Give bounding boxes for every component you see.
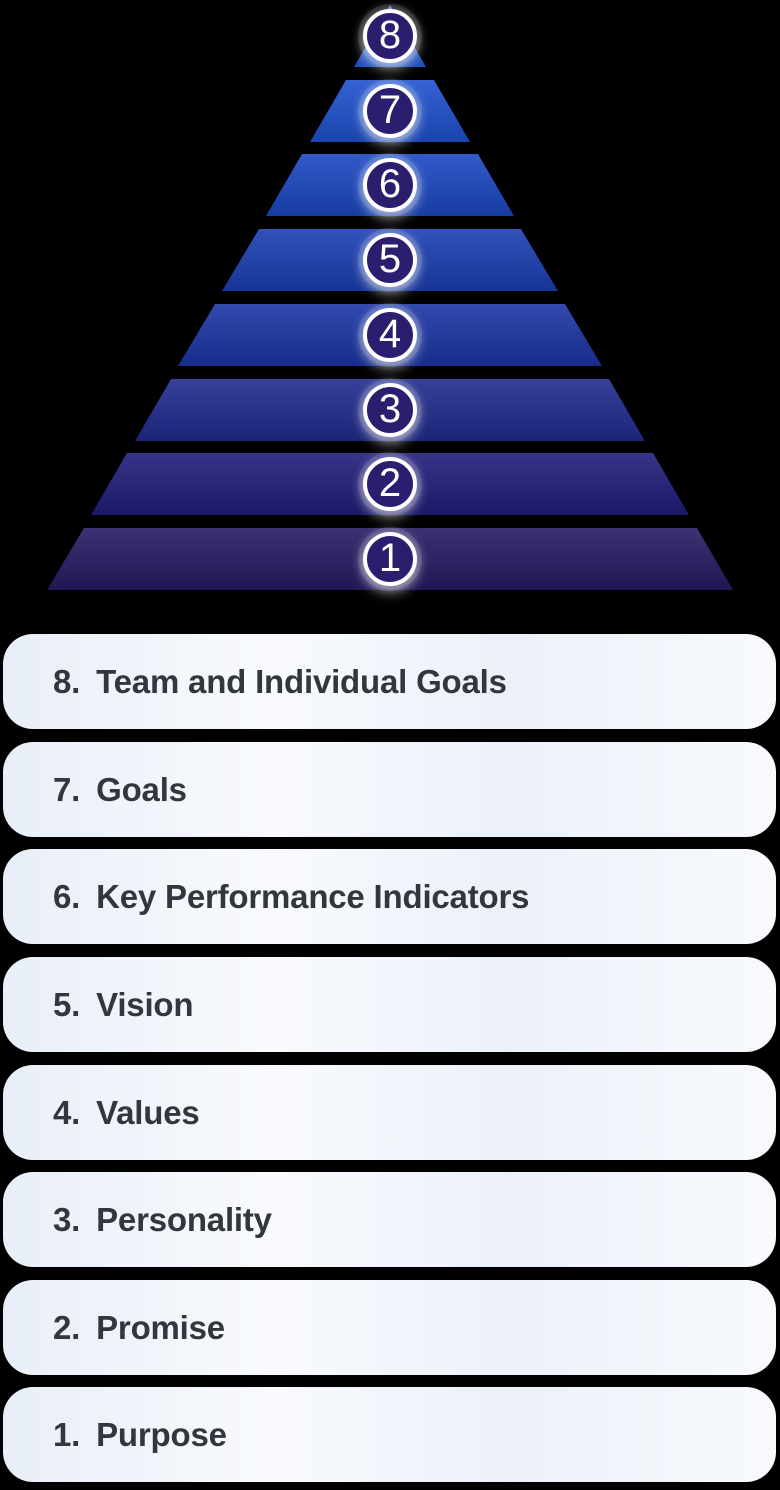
level-badge-5: 5 (363, 233, 417, 287)
level-badge-number: 1 (378, 536, 402, 580)
legend-item-label: Promise (96, 1308, 225, 1346)
legend-item-label: Key Performance Indicators (96, 877, 530, 915)
legend-item-label: Personality (96, 1200, 272, 1238)
legend-item-5: 5. Vision (3, 957, 776, 1052)
legend-item-label: Values (96, 1093, 200, 1131)
legend-item-label: Team and Individual Goals (96, 662, 507, 700)
level-badge-number: 5 (378, 237, 402, 281)
level-badge-8: 8 (363, 9, 417, 63)
legend-item-label: Vision (96, 985, 194, 1023)
legend-item-number: 4. (53, 1093, 81, 1131)
level-badge-number: 2 (378, 461, 402, 505)
level-badge-3: 3 (363, 383, 417, 437)
level-badge-7: 7 (363, 84, 417, 138)
legend-item-number: 8. (53, 662, 81, 700)
level-badge-number: 8 (378, 13, 402, 57)
legend-item-8: 8. Team and Individual Goals (3, 634, 776, 729)
legend-item-label: Purpose (96, 1415, 227, 1453)
legend-item-2: 2. Promise (3, 1280, 776, 1375)
legend-item-number: 1. (53, 1415, 81, 1453)
legend-item-4: 4. Values (3, 1065, 776, 1160)
level-badge-number: 3 (378, 387, 402, 431)
level-badge-2: 2 (363, 457, 417, 511)
legend-item-label: Goals (96, 770, 187, 808)
legend-item-number: 7. (53, 770, 81, 808)
legend-item-6: 6. Key Performance Indicators (3, 849, 776, 944)
legend-item-number: 6. (53, 877, 81, 915)
legend-item-number: 2. (53, 1308, 81, 1346)
legend-item-3: 3. Personality (3, 1172, 776, 1267)
pyramid: 8 7 6 5 4 3 2 1 (0, 0, 780, 610)
legend-item-1: 1. Purpose (3, 1387, 776, 1482)
legend-item-7: 7. Goals (3, 742, 776, 837)
level-badge-6: 6 (363, 158, 417, 212)
legend-item-number: 5. (53, 985, 81, 1023)
level-badge-number: 7 (378, 88, 402, 132)
level-badge-4: 4 (363, 308, 417, 362)
level-badge-number: 6 (378, 162, 402, 206)
level-badge-number: 4 (378, 312, 402, 356)
legend-item-number: 3. (53, 1200, 81, 1238)
level-badge-1: 1 (363, 532, 417, 586)
